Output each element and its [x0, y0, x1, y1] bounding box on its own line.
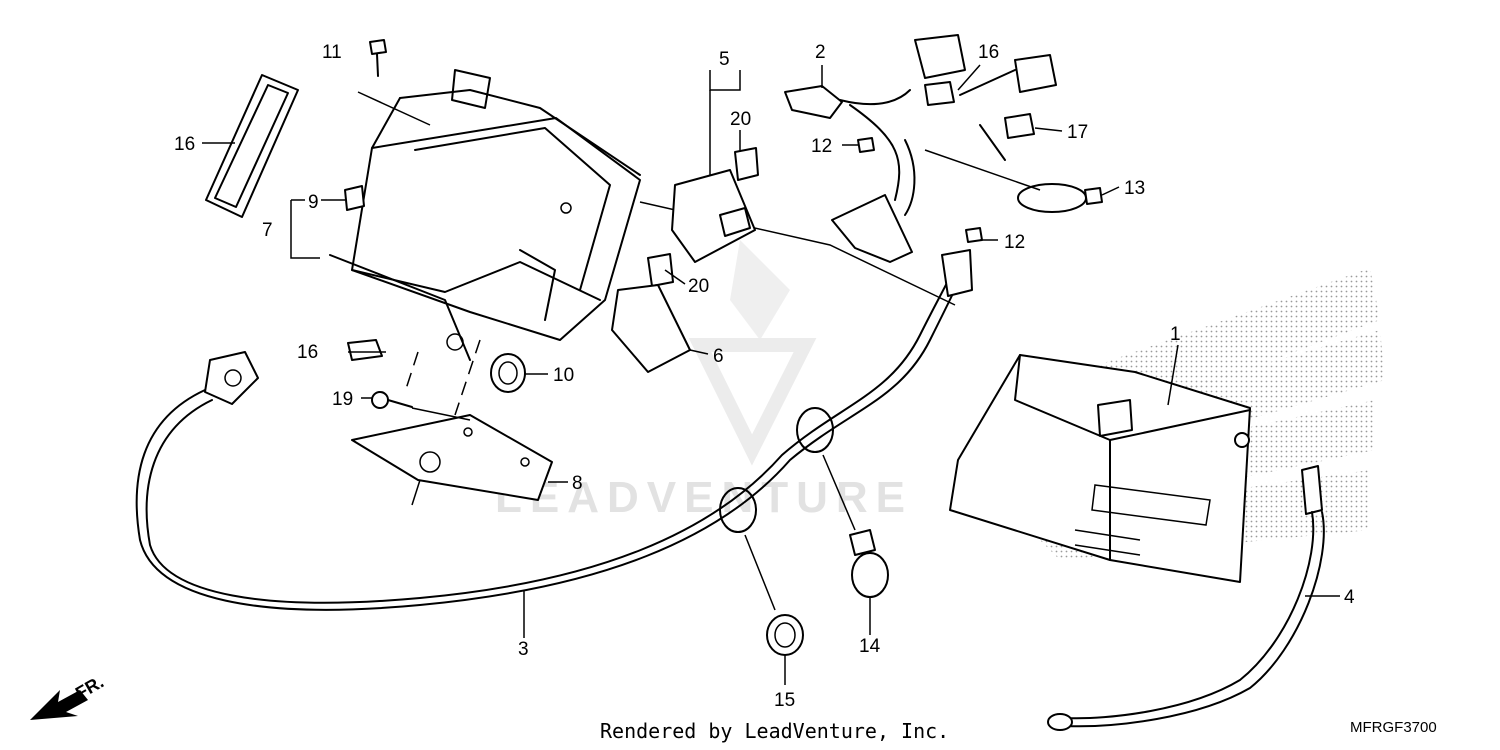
callout-12-lower: 12	[1004, 232, 1025, 253]
callout-12-upper: 12	[811, 136, 832, 157]
clip-part-9	[344, 185, 365, 211]
battery	[949, 354, 1251, 583]
negative-cable	[1047, 465, 1325, 731]
callout-8: 8	[572, 473, 583, 494]
callout-5: 5	[719, 49, 730, 70]
callout-1: 1	[1170, 324, 1181, 345]
callout-15: 15	[774, 690, 795, 711]
sub-harness	[784, 34, 1057, 263]
block-part-17	[347, 339, 383, 361]
leader-lines	[202, 64, 1340, 685]
callout-16-lower: 17	[1067, 122, 1088, 143]
clamp-ring-lower	[719, 487, 757, 533]
starter-relay	[647, 147, 759, 287]
bolt-part-19	[371, 391, 413, 409]
hose-clamp-15	[744, 534, 804, 656]
battery-strap	[205, 74, 299, 218]
callout-18: 16	[174, 134, 195, 155]
bracket-plate	[351, 407, 553, 501]
callout-14: 14	[859, 636, 881, 657]
bolt-part-11	[369, 39, 387, 77]
clamp-ring-upper	[796, 407, 834, 453]
callout-9: 9	[308, 192, 319, 213]
callout-labels: 16 11 9 7 16 19 10 8 3 5 20 20 6 2 12 12…	[174, 42, 1355, 711]
leader-11-box	[357, 91, 431, 126]
hose-clamp-14	[822, 454, 889, 598]
callout-20-upper: 20	[730, 109, 751, 130]
callout-7: 7	[262, 220, 273, 241]
bolt-part-12-lower	[965, 227, 983, 243]
cable-tie	[1017, 183, 1103, 213]
battery-box	[329, 69, 641, 361]
front-direction-arrow: FR.	[30, 672, 107, 720]
callout-17: 16	[297, 342, 318, 363]
callout-13: 13	[1124, 178, 1145, 199]
callout-2: 2	[815, 42, 826, 63]
callout-16-upper: 16	[978, 42, 999, 63]
relay-cover	[611, 284, 691, 373]
footer-credit: Rendered by LeadVenture, Inc.	[600, 719, 949, 743]
callout-11: 11	[322, 42, 342, 63]
callout-20-lower: 20	[688, 276, 709, 297]
positive-cable	[135, 249, 973, 611]
bolt-part-12-upper	[857, 137, 875, 153]
watermark-logo	[688, 240, 817, 466]
callout-19: 19	[332, 389, 353, 410]
callout-4: 4	[1344, 587, 1355, 608]
callout-10: 10	[553, 365, 574, 386]
callout-6: 6	[713, 346, 724, 367]
callout-3: 3	[518, 639, 529, 660]
grommet	[490, 353, 526, 393]
watermark-text: LEADVENTURE	[495, 473, 913, 522]
diagram-code: MFRGF3700	[1350, 719, 1437, 736]
